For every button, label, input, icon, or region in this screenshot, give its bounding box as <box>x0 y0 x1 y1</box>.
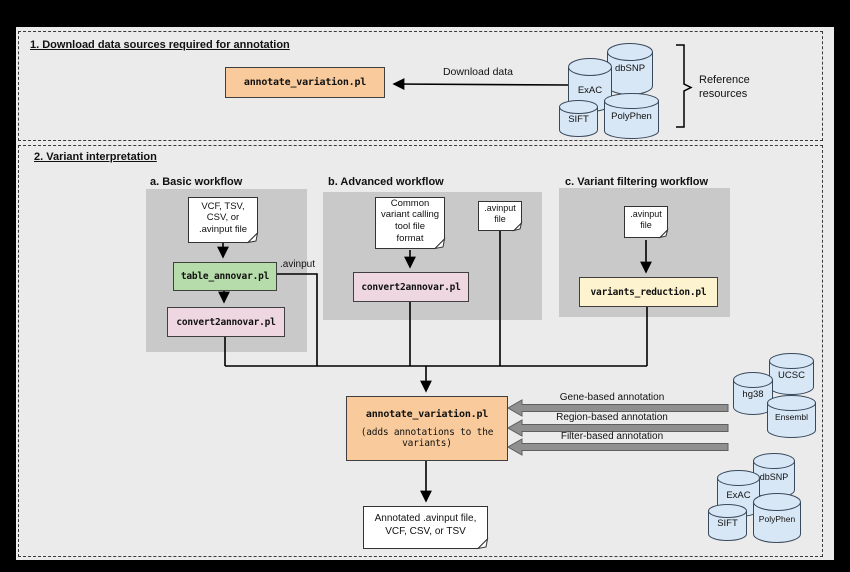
db-cylinder-sift-bottom: SIFT <box>708 504 747 541</box>
db-label: ExAC <box>726 490 751 501</box>
doc-text: .avinput file <box>484 203 516 224</box>
db-label: PolyPhen <box>758 514 796 524</box>
reference-resources-label: Reference resources <box>699 74 750 100</box>
gene-annotation-label: Gene-based annotation <box>559 392 665 403</box>
download-data-label: Download data <box>442 66 514 78</box>
heading-advanced-workflow: b. Advanced workflow <box>328 176 444 188</box>
arrow-download-data <box>392 78 569 90</box>
line-avinput-side <box>275 273 318 366</box>
db-label: PolyPhen <box>611 111 652 122</box>
doc-text: Common variant calling tool file format <box>380 197 440 244</box>
doc-filtering-avinput: .avinput file <box>624 206 669 239</box>
doc-output: Annotated .avinput file, VCF, CSV, or TS… <box>363 506 489 550</box>
db-label: UCSC <box>778 370 805 381</box>
db-label: Ensembl <box>774 412 809 422</box>
heading-filtering-workflow: c. Variant filtering workflow <box>565 176 709 188</box>
annotate-variation-download-box: annotate_variation.pl <box>225 67 385 98</box>
doc-basic-input: VCF, TSV, CSV, or .avinput file <box>188 197 259 244</box>
heading-basic-workflow: a. Basic workflow <box>150 176 243 188</box>
db-cylinder-exac-bottom: ExAC <box>717 470 760 517</box>
doc-text: .avinput file <box>630 209 662 230</box>
db-cylinder-hg38: hg38 <box>733 372 773 415</box>
annotator-note: (adds annotations to the variants) <box>360 426 494 449</box>
db-cylinder-exac-top: ExAC <box>568 58 612 112</box>
avinput-side-label: .avinput <box>280 259 316 270</box>
block-arrow-region-annotation <box>506 419 729 437</box>
section-download-title: 1. Download data sources required for an… <box>30 39 290 51</box>
block-arrow-gene-annotation <box>506 399 729 417</box>
db-label: SIFT <box>568 114 589 125</box>
annotate-variation-main-box: annotate_variation.pl (adds annotations … <box>346 396 508 461</box>
doc-text: VCF, TSV, CSV, or .avinput file <box>198 200 248 235</box>
filter-annotation-label: Filter-based annotation <box>560 431 664 442</box>
db-label: ExAC <box>577 85 603 96</box>
db-cylinder-ensembl: Ensembl <box>767 395 816 438</box>
region-annotation-label: Region-based annotation <box>556 412 668 423</box>
db-cylinder-dbsnp-bottom: dbSNP <box>753 453 795 498</box>
doc-advanced-avinput: .avinput file <box>478 201 523 232</box>
db-cylinder-ucsc: UCSC <box>769 353 814 395</box>
variants-reduction-box: variants_reduction.pl <box>579 277 718 307</box>
db-label: dbSNP <box>759 472 789 482</box>
db-cylinder-polyphen-top: PolyPhen <box>604 93 659 139</box>
convert2annovar-advanced-box: convert2annovar.pl <box>353 272 469 302</box>
section-download-frame <box>18 31 823 141</box>
db-label: dbSNP <box>614 63 646 74</box>
block-arrow-filter-annotation <box>506 438 729 456</box>
convert2annovar-basic-box: convert2annovar.pl <box>167 307 285 337</box>
reference-bracket <box>676 44 693 128</box>
table-annovar-box: table_annovar.pl <box>173 262 277 291</box>
doc-text: Annotated .avinput file, VCF, CSV, or TS… <box>374 513 477 537</box>
db-cylinder-dbsnp-top: dbSNP <box>607 43 653 95</box>
db-label: hg38 <box>742 389 764 400</box>
annotator-name: annotate_variation.pl <box>365 408 489 420</box>
section-interpretation-title: 2. Variant interpretation <box>34 151 157 163</box>
section-interpretation-frame <box>18 145 823 557</box>
db-cylinder-sift-top: SIFT <box>559 100 598 137</box>
db-label: SIFT <box>717 518 738 529</box>
db-cylinder-polyphen-bottom: PolyPhen <box>753 493 801 543</box>
doc-advanced-input: Common variant calling tool file format <box>375 197 446 250</box>
